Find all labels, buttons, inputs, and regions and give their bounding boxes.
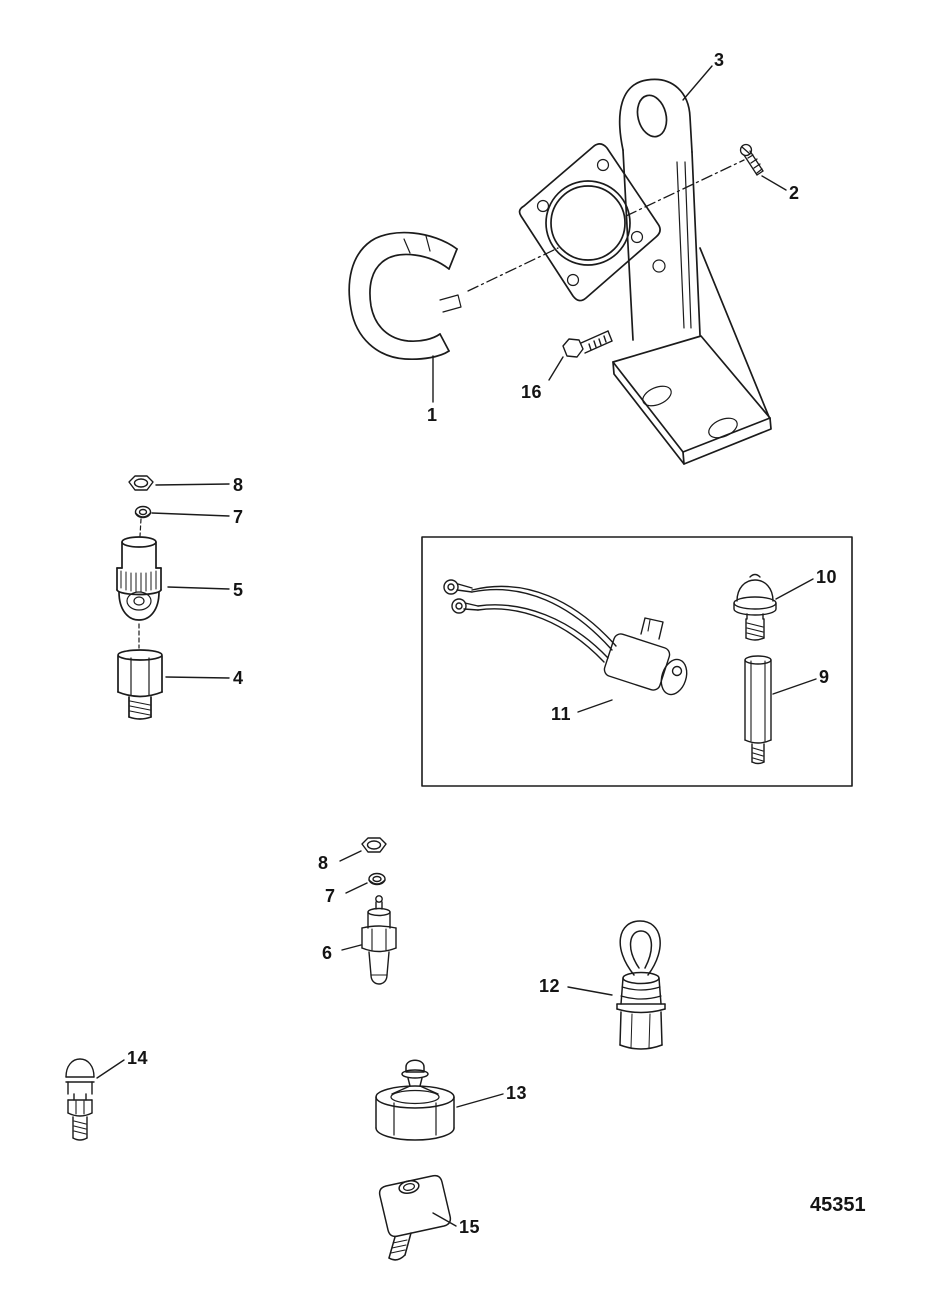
part-3-bracket <box>612 78 772 465</box>
leader-8-upper <box>155 483 230 486</box>
leader-14 <box>96 1059 125 1079</box>
leader-4 <box>165 676 230 679</box>
callout-7-upper: 7 <box>233 507 244 527</box>
callout-3: 3 <box>714 50 725 70</box>
part-8-nut-lower <box>361 837 387 853</box>
callout-11: 11 <box>551 704 572 724</box>
part-14-fitting-small <box>65 1058 95 1141</box>
callout-16: 16 <box>521 382 543 402</box>
callout-4: 4 <box>233 668 244 688</box>
assembly-centerline <box>467 159 745 292</box>
callout-10: 10 <box>816 567 838 587</box>
callout-1: 1 <box>427 405 438 425</box>
leader-9 <box>772 678 817 695</box>
callout-14: 14 <box>127 1048 149 1068</box>
leader-7-lower <box>345 882 368 894</box>
part-1-retainer-clip <box>348 231 462 361</box>
inset-box <box>421 536 853 787</box>
part-4-adapter-fitting <box>117 649 163 720</box>
callout-7-lower: 7 <box>325 886 336 906</box>
callout-8-lower: 8 <box>318 853 329 873</box>
callout-15: 15 <box>459 1217 481 1237</box>
leader-7-upper <box>151 512 230 517</box>
part-6-temp-sender <box>361 895 397 985</box>
callout-12: 12 <box>539 976 561 996</box>
callout-9: 9 <box>819 667 830 687</box>
figure-number: 45351 <box>810 1194 866 1216</box>
leader-6 <box>341 944 362 951</box>
leader-5 <box>167 586 230 590</box>
leader-11 <box>577 699 613 713</box>
part-9-spacer <box>744 655 772 765</box>
leader-13 <box>456 1093 504 1108</box>
callout-2: 2 <box>789 183 800 203</box>
leader-8-lower <box>339 850 362 862</box>
gasket-plate <box>518 143 661 302</box>
leader-10 <box>775 578 814 600</box>
leader-2 <box>761 175 787 191</box>
part-2-screw <box>739 143 764 176</box>
part-13-knock-sensor <box>375 1059 455 1141</box>
part-7-washer-lower <box>368 872 386 886</box>
part-7-washer-upper <box>134 505 152 519</box>
callout-13: 13 <box>506 1083 528 1103</box>
leader-12 <box>567 986 613 996</box>
leader-15 <box>432 1212 457 1227</box>
part-16-bolt <box>562 330 613 358</box>
part-10-sender-small <box>733 573 777 641</box>
callout-8-upper: 8 <box>233 475 244 495</box>
leader-3 <box>682 65 713 101</box>
callout-6: 6 <box>322 943 333 963</box>
part-12-cap <box>616 920 666 1050</box>
part-5-sender <box>116 518 162 649</box>
part-15-elbow-fitting <box>378 1174 452 1261</box>
part-11-solenoid-harness <box>443 579 688 696</box>
callout-5: 5 <box>233 580 244 600</box>
leader-lines <box>96 65 817 1227</box>
leader-16 <box>548 356 564 381</box>
part-8-nut-upper <box>128 475 154 491</box>
